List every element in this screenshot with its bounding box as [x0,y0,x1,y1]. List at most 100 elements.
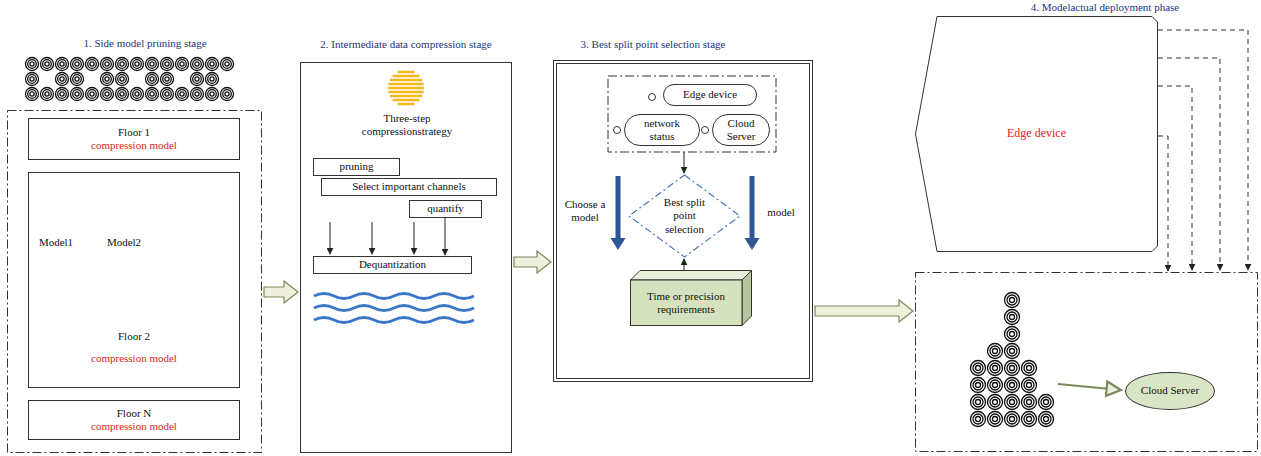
ring [195,77,199,81]
stage-panel: Floor 1compression modelModel1Model2Floo… [7,110,262,453]
text-holder: 3. Best split point selection stage [553,38,753,51]
ring [1041,397,1051,407]
ring [1041,414,1051,424]
ring [26,73,39,86]
ring [45,92,49,96]
ring [1027,400,1032,405]
bullet-dot [614,127,621,134]
ring [208,60,217,69]
ring [163,75,172,84]
ring [1005,412,1020,427]
floor-box: Floor Ncompression model [28,400,240,440]
text-holder: Model1 [26,236,86,249]
ring [56,88,69,101]
flow-arrow [514,251,551,273]
ring [225,62,229,66]
ring [1007,329,1017,339]
ring [973,363,983,373]
ring [971,395,986,410]
connector [445,218,446,255]
ring [43,90,52,99]
requirement-block: Time or precision requirements [630,270,752,326]
stage-title: 2. Intermediate data compression stage [294,38,518,51]
ring [88,90,97,99]
step-box: quantify [409,200,482,218]
label-holder: Choose a model [558,198,612,224]
ring [86,58,99,71]
ring [988,395,1003,410]
sun-stripe [390,95,422,98]
ring [1010,417,1015,422]
ring [976,383,981,388]
sun-stripe [398,103,414,106]
ring [1005,361,1020,376]
ring [60,77,64,81]
ring [191,73,204,86]
ring [225,92,229,96]
ring [148,90,157,99]
dash-dot-border [916,273,1258,452]
ring [150,62,154,66]
step-box: Dequantization [313,256,472,274]
ring [206,88,219,101]
ring [118,90,127,99]
ring [26,88,39,101]
flow-arrow [264,281,298,303]
ring [165,77,169,81]
wave-line [314,318,474,323]
ring [988,344,1003,359]
ring [1022,412,1037,427]
ring [43,60,52,69]
sun-stripe [390,79,422,82]
wave-line [314,306,474,311]
ring [176,58,189,71]
ring [101,58,114,71]
ring [28,60,37,69]
ring [988,361,1003,376]
ring [973,414,983,424]
ring [1024,414,1034,424]
step-arrow [330,222,331,254]
ring [990,414,1000,424]
floor-box: Floor 1compression model [28,118,240,160]
ring [120,77,124,81]
ring [90,92,94,96]
dashbox-outline [915,272,1258,452]
step-arrow [372,222,373,254]
node-label: Select important channels [352,180,466,193]
ring [990,346,1000,356]
ring [88,60,97,69]
ring [176,88,189,101]
hexagon-border [916,17,1158,252]
text-holder: compression model [28,352,240,365]
node-label: Floor N [117,407,152,420]
ring [58,75,67,84]
ring [178,90,187,99]
ring [1005,327,1020,342]
ring [993,366,998,371]
sun-stripe [393,99,420,102]
ring [1005,378,1020,393]
ring [150,77,154,81]
floor-box: Model1Model2Floor 2compression model [28,172,240,388]
ring [105,62,109,66]
ring [1005,395,1020,410]
ring [993,417,998,422]
block-front [631,280,743,326]
ring [1027,366,1032,371]
ring [1010,332,1015,337]
ring [41,58,54,71]
decision-diamond: Best split point selection [628,174,741,258]
connector [684,259,685,270]
ring [58,90,67,99]
ring [73,75,82,84]
data-waves [314,294,474,323]
status-oval: Cloud Server [712,114,770,146]
ring [1022,361,1037,376]
node-label: Edge device [683,88,737,101]
ring [28,90,37,99]
ring [150,92,154,96]
ring [60,62,64,66]
ring [1010,315,1015,320]
status-oval: Edge device [663,84,757,106]
